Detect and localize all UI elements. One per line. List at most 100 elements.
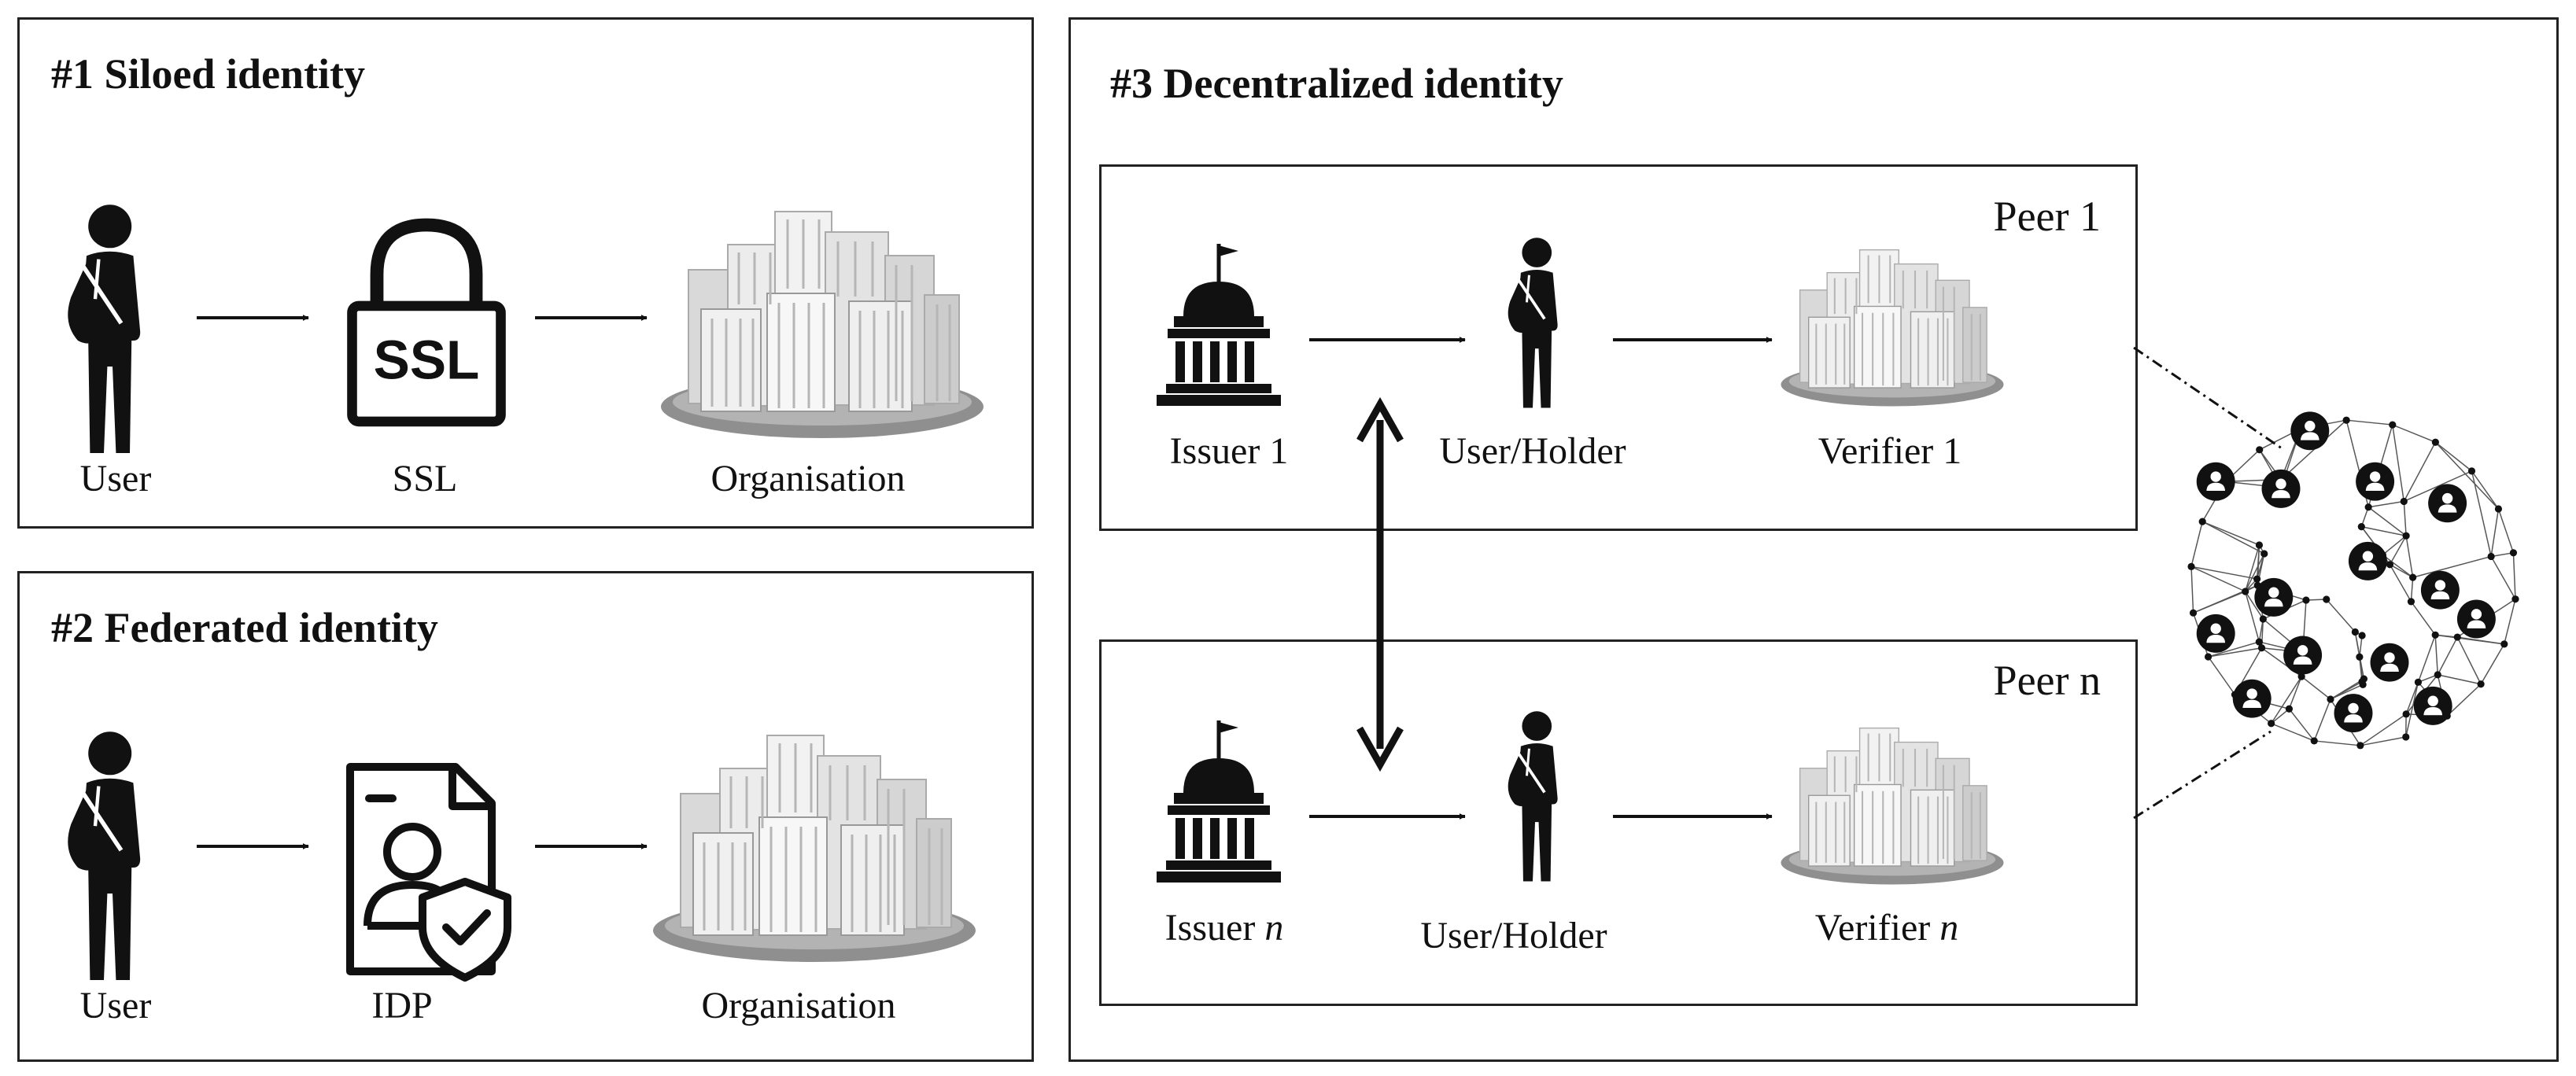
federated-identity-panel: #2 Federated identity User IDP Organisat… xyxy=(17,571,1034,1062)
lock-icon: SSL xyxy=(347,218,506,427)
user-holder-label: User/Holder xyxy=(1439,430,1626,472)
idp-document-icon xyxy=(346,763,511,982)
peer-n-title: Peer n xyxy=(1993,657,2101,704)
issuer-n-prefix: Issuer xyxy=(1164,907,1265,949)
network-user-node-icon xyxy=(2196,462,2235,501)
network-node xyxy=(2242,588,2249,595)
network-user-node-icon xyxy=(2261,469,2301,508)
government-building-icon xyxy=(1152,244,1286,409)
network-node xyxy=(2259,615,2267,623)
peer-1-title: Peer 1 xyxy=(1993,193,2101,240)
user-icon xyxy=(1500,236,1566,414)
issuer-n-label: Issuer n xyxy=(1165,906,1284,949)
network-node xyxy=(2453,633,2461,641)
network-node xyxy=(2189,609,2198,617)
network-node xyxy=(2253,575,2261,583)
network-node xyxy=(2409,573,2417,581)
verifier-1-label: Verifier 1 xyxy=(1818,430,1962,472)
network-user-node-icon xyxy=(2356,462,2395,501)
network-node xyxy=(2327,695,2334,703)
network-node xyxy=(2323,595,2331,603)
verifier-n-italic: n xyxy=(1939,907,1959,949)
siloed-identity-title: #1 Siloed identity xyxy=(51,50,366,98)
network-node xyxy=(2509,549,2518,557)
network-user-node-icon xyxy=(2283,636,2323,675)
network-node xyxy=(2198,518,2206,525)
buildings-icon xyxy=(1778,720,2006,889)
peer-1-box: Peer 1 Issuer 1 User/Holder Verifier 1 xyxy=(1099,164,2138,531)
network-user-node-icon xyxy=(2290,411,2330,451)
network-node xyxy=(2402,710,2410,718)
network-user-node-icon xyxy=(2413,686,2452,725)
network-node xyxy=(2257,644,2266,652)
government-building-icon xyxy=(1152,720,1286,886)
network-node xyxy=(2511,595,2519,603)
network-node xyxy=(2400,497,2408,506)
organisation-label: Organisation xyxy=(701,985,896,1026)
network-node xyxy=(2431,631,2439,639)
network-node xyxy=(2500,640,2508,648)
verifier-n-label: Verifier n xyxy=(1815,906,1959,949)
lock-text: SSL xyxy=(374,329,480,390)
network-node xyxy=(2494,505,2503,513)
user-icon xyxy=(1500,709,1566,887)
network-user-node-icon xyxy=(2196,614,2235,653)
network-node xyxy=(2302,596,2310,604)
network-node xyxy=(2358,632,2366,639)
user-label: User xyxy=(79,458,152,499)
network-node xyxy=(2467,467,2476,475)
siloed-identity-panel: #1 Siloed identity User SSL SSL Organisa… xyxy=(17,17,1034,529)
network-user-node-icon xyxy=(2334,694,2373,733)
network-node xyxy=(2342,416,2350,424)
buildings-icon xyxy=(657,201,987,444)
network-node xyxy=(2285,705,2294,713)
issuer-n-italic: n xyxy=(1264,907,1284,949)
network-node xyxy=(2310,737,2318,745)
network-node xyxy=(2402,733,2410,741)
idp-label: IDP xyxy=(371,985,433,1026)
organisation-label: Organisation xyxy=(710,458,906,499)
network-node xyxy=(2187,562,2195,570)
network-user-node-icon xyxy=(2232,679,2272,718)
network-node xyxy=(2487,552,2495,561)
network-node xyxy=(2389,421,2397,429)
network-user-node-icon xyxy=(2420,570,2460,610)
network-node xyxy=(2356,742,2364,750)
user-icon xyxy=(61,202,147,462)
network-node xyxy=(2260,550,2268,558)
network-node xyxy=(2431,438,2439,446)
network-node xyxy=(2297,672,2305,680)
network-node xyxy=(2268,720,2275,728)
network-node xyxy=(2255,638,2263,646)
buildings-icon xyxy=(1778,242,2006,411)
verifier-n-prefix: Verifier xyxy=(1814,907,1940,949)
network-node xyxy=(2356,653,2364,661)
network-node xyxy=(2256,446,2264,454)
network-node xyxy=(2402,532,2410,540)
network-node xyxy=(2204,653,2212,661)
network-globe-icon xyxy=(2187,411,2519,750)
network-user-node-icon xyxy=(2428,484,2467,523)
network-node xyxy=(2358,678,2366,686)
issuer-1-label: Issuer 1 xyxy=(1169,430,1289,472)
network-node xyxy=(2477,680,2485,688)
network-user-node-icon xyxy=(2348,541,2387,580)
peer-n-box: Peer n Issuer n User/Holder Verifier n xyxy=(1099,639,2138,1006)
user-holder-label: User/Holder xyxy=(1420,915,1607,956)
decentralized-identity-title: #3 Decentralized identity xyxy=(1110,60,1563,107)
decentralized-identity-panel: #3 Decentralized identity Peer 1 Issuer … xyxy=(1068,17,2559,1062)
network-node xyxy=(2434,671,2441,679)
network-node xyxy=(2414,678,2423,686)
network-node xyxy=(2357,523,2365,531)
network-node xyxy=(2255,541,2264,549)
network-node xyxy=(2407,598,2415,606)
buildings-icon xyxy=(649,724,980,968)
user-label: User xyxy=(79,985,152,1026)
network-user-node-icon xyxy=(2370,643,2409,682)
user-icon xyxy=(61,729,147,989)
network-node xyxy=(2386,561,2394,569)
ssl-label: SSL xyxy=(392,458,458,499)
federated-identity-title: #2 Federated identity xyxy=(51,604,438,651)
network-node xyxy=(2364,503,2372,511)
network-node xyxy=(2351,628,2359,636)
